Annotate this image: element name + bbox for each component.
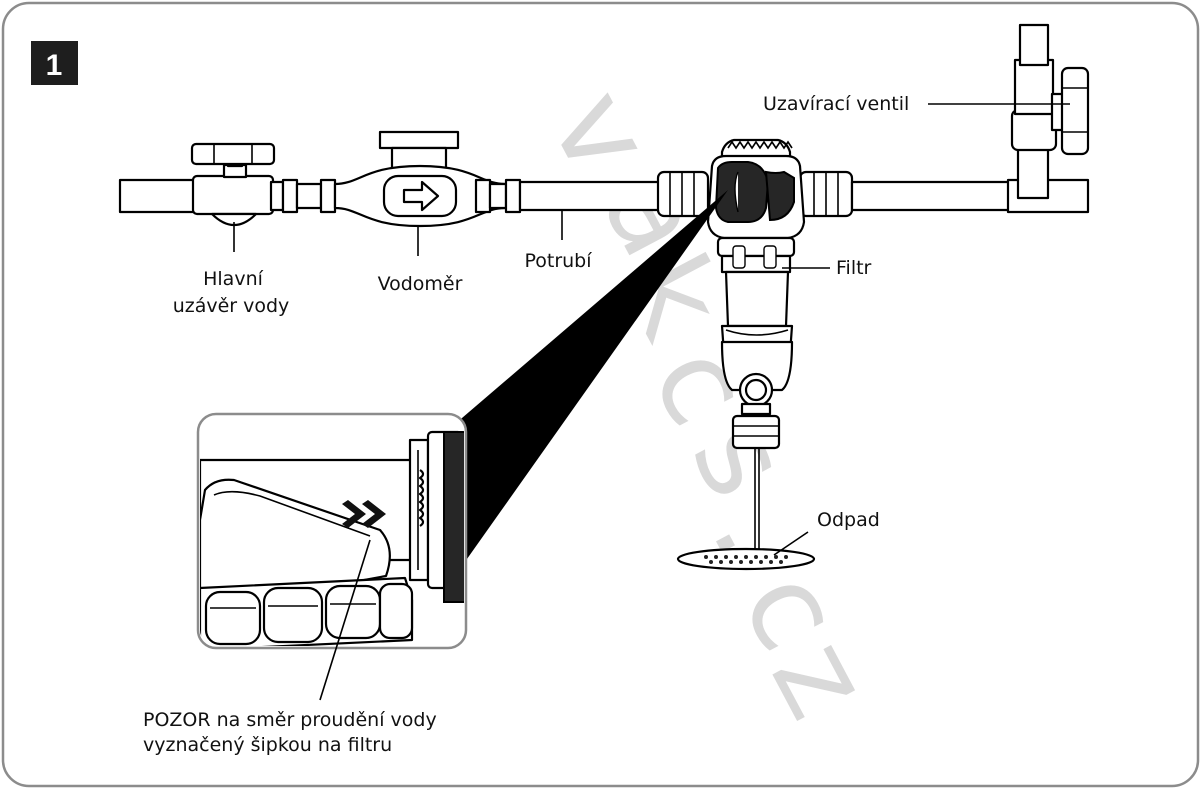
step-number: 1 (46, 49, 63, 82)
main-shutoff-valve (190, 142, 285, 227)
label-main-valve-line2: uzávěr vody (173, 295, 290, 317)
step-badge: 1 (31, 41, 78, 85)
drain-grate (676, 547, 816, 571)
direction-chevrons-icon (342, 500, 386, 528)
zoom-detail (196, 412, 468, 650)
leader-lines (233, 103, 1070, 701)
label-warning-line2: vyznačený šipkou na filtru (143, 734, 392, 756)
label-drain: Odpad (817, 509, 880, 531)
label-main-valve-line1: Hlavní (203, 268, 263, 290)
label-filter: Filtr (836, 257, 872, 279)
labels: Uzavírací ventil Hlavní uzávěr vody Vodo… (143, 93, 909, 756)
leader-warning (319, 539, 371, 701)
pipe-line (118, 23, 1090, 228)
outlet-shutoff-valve (1006, 23, 1090, 214)
label-shutoff-valve: Uzavírací ventil (763, 93, 909, 115)
watermark: v a k c s . c z (522, 68, 896, 739)
label-water-meter: Vodoměr (378, 273, 463, 295)
label-warning-line1: POZOR na směr proudění vody (143, 709, 437, 731)
label-pipe: Potrubí (524, 250, 592, 272)
zoom-cone (441, 190, 728, 566)
water-meter (333, 130, 507, 228)
filter-unit (706, 138, 806, 558)
flow-arrow-icon (402, 180, 440, 212)
leader-drain (773, 531, 809, 556)
